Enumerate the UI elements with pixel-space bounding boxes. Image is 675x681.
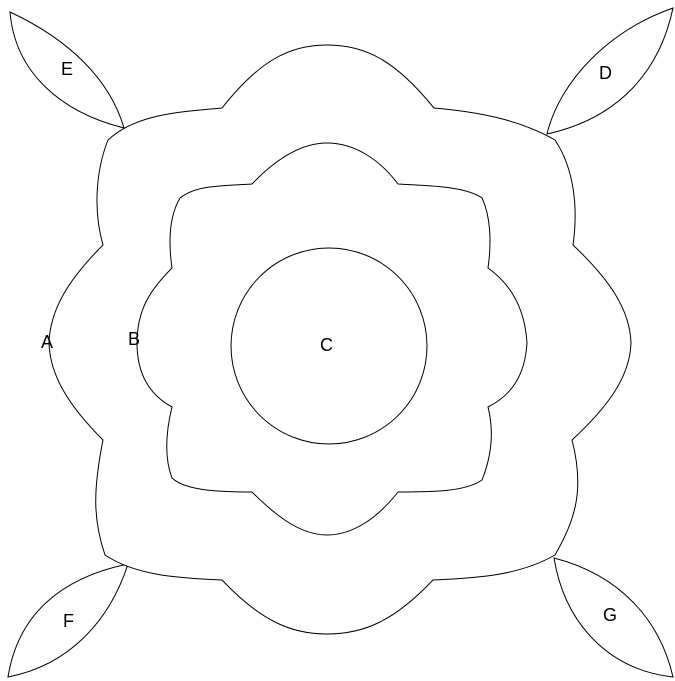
label-f: F bbox=[63, 611, 74, 631]
label-a: A bbox=[41, 332, 53, 352]
label-d: D bbox=[599, 63, 612, 83]
label-g: G bbox=[603, 605, 617, 625]
label-c: C bbox=[320, 335, 333, 355]
label-e: E bbox=[61, 59, 73, 79]
label-b: B bbox=[128, 329, 140, 349]
